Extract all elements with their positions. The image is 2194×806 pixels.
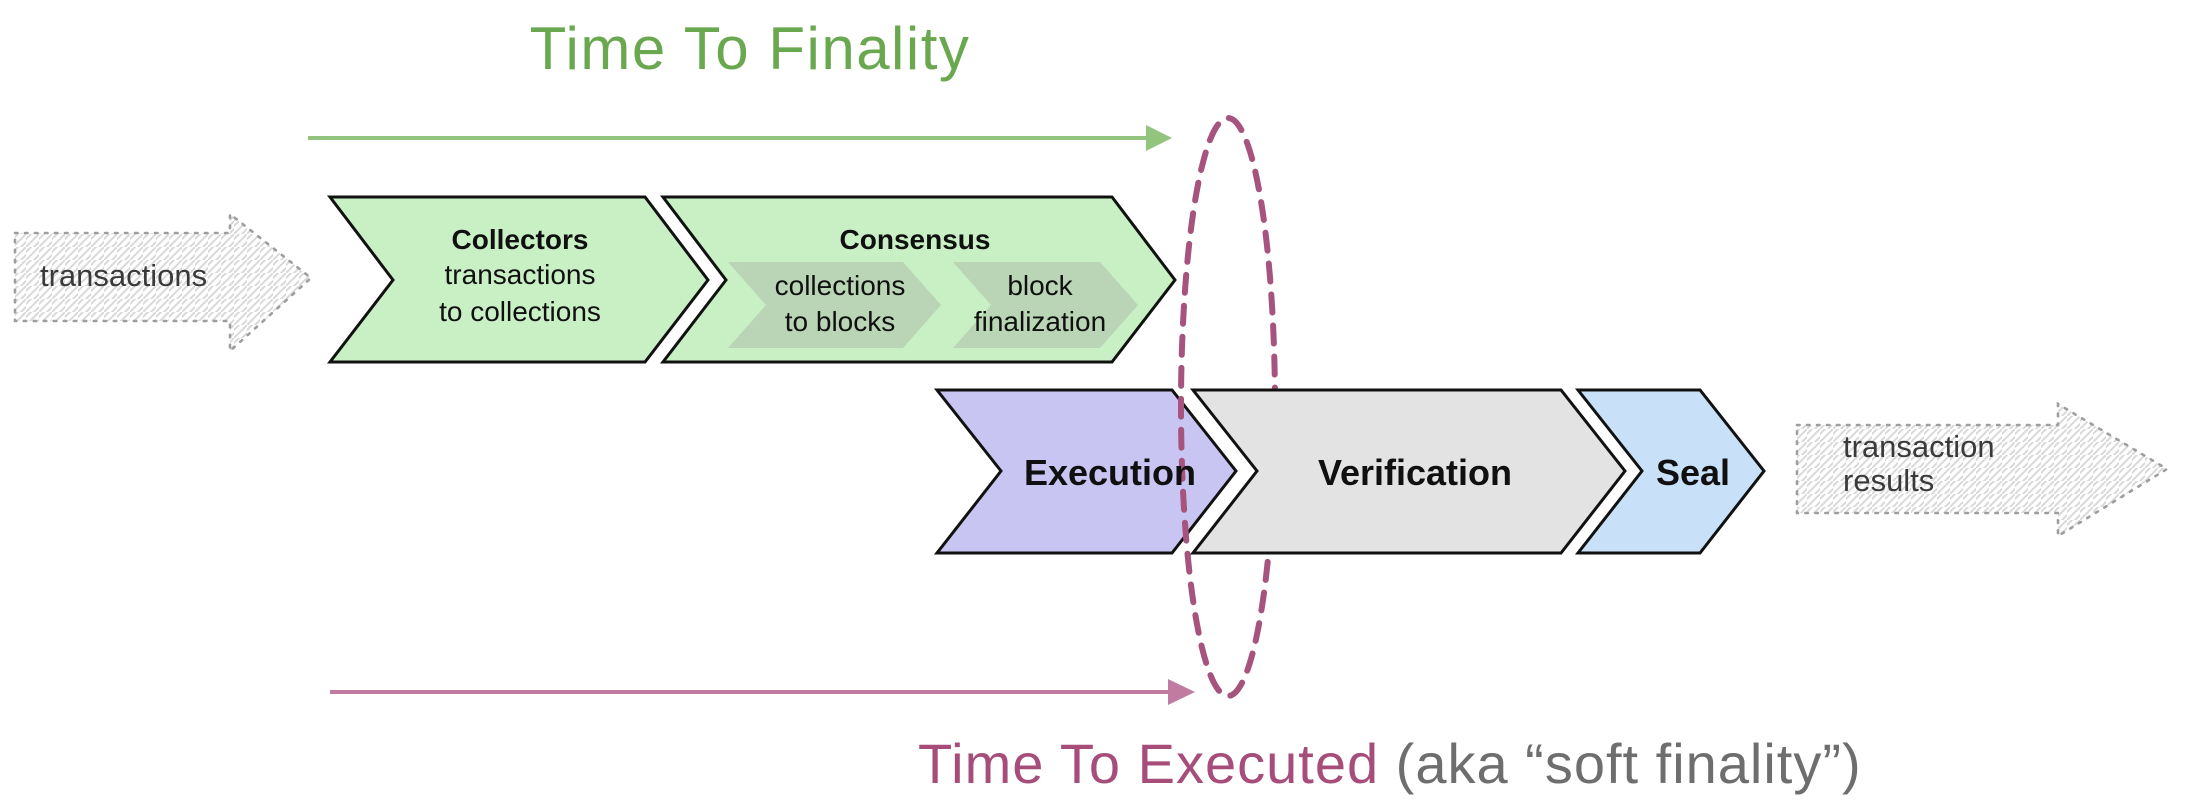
collectors-subtitle: transactions to collections <box>439 259 601 327</box>
transactions-input-arrow <box>13 211 314 354</box>
verification-title: Verification <box>1317 452 1513 493</box>
seal-chevron <box>1574 388 1766 555</box>
time-to-executed-main: Time To Executed <box>918 732 1380 795</box>
soft-finality-note: (aka “soft finality”) <box>1379 732 1862 795</box>
seal-title: Seal <box>1655 452 1731 493</box>
time-to-executed-title: Time To Executed (aka “soft finality”) <box>918 731 1862 796</box>
executed-arrowhead-icon <box>1168 679 1195 705</box>
execution-chevron <box>933 388 1238 555</box>
consensus-substep2-label: block finalization <box>973 270 1107 337</box>
transactions-label: transactions <box>40 258 208 293</box>
time-to-finality-title: Time To Finality <box>529 15 971 82</box>
consensus-substep1-label: collections to blocks <box>774 270 906 337</box>
verification-chevron <box>1189 388 1627 555</box>
collectors-chevron <box>326 195 710 364</box>
consensus-substep1-chevron <box>728 262 941 348</box>
transaction-results-label: transaction results <box>1843 429 1995 498</box>
results-output-arrow <box>1795 401 2170 539</box>
collectors-title: Collectors <box>451 224 589 255</box>
finality-arrowhead-icon <box>1146 125 1172 151</box>
consensus-title: Consensus <box>839 224 991 255</box>
execution-title: Execution <box>1023 452 1197 493</box>
consensus-substep2-chevron <box>953 262 1138 348</box>
